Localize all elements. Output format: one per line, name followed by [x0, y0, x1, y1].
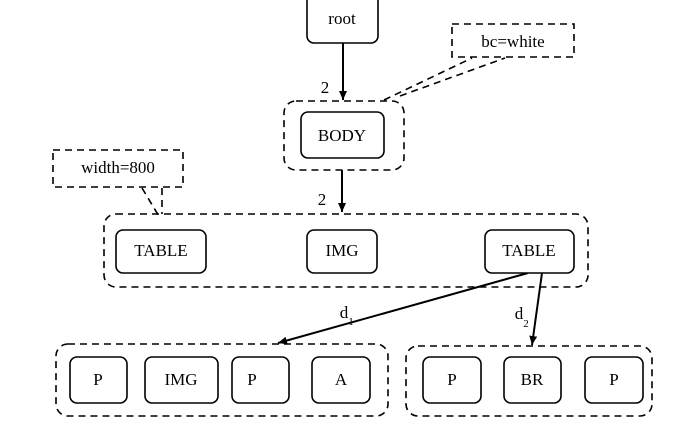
node-img-mid-label: IMG	[325, 241, 358, 260]
node-p3: P	[422, 356, 482, 404]
edge-label-body-group: 2	[318, 190, 327, 209]
body-group-container	[283, 100, 405, 171]
node-img2: IMG	[144, 356, 219, 404]
node-root: root	[306, 0, 379, 44]
bc-callout-line-b	[399, 57, 506, 97]
node-br-label: BR	[521, 370, 544, 389]
node-a: A	[311, 356, 371, 404]
edge-label-root-body: 2	[321, 78, 330, 97]
width-callout-line-a	[141, 187, 161, 219]
edge-d2	[529, 272, 543, 346]
edge-label-d1: d	[340, 303, 349, 322]
node-img-mid: IMG	[306, 229, 378, 274]
node-body: BODY	[300, 111, 385, 159]
node-table-left: TABLE	[115, 229, 207, 274]
node-table-right: TABLE	[484, 229, 575, 274]
node-p1: P	[69, 356, 128, 404]
node-p1-label: P	[93, 370, 102, 389]
node-p4-label: P	[609, 370, 618, 389]
bc-annotation-box	[451, 23, 575, 58]
node-table-left-label: TABLE	[134, 241, 187, 260]
node-p3-label: P	[447, 370, 456, 389]
bc-callout-line-a	[383, 57, 473, 101]
node-br: BR	[503, 356, 562, 404]
right-children-group	[405, 345, 653, 417]
edge-d1	[277, 272, 529, 345]
table-group-container	[103, 213, 589, 288]
node-p2-label: P	[247, 370, 256, 389]
node-p4: P	[584, 356, 644, 404]
left-children-group	[55, 343, 389, 417]
width-annotation-box	[52, 149, 184, 188]
edge-label-d2-sub: 2	[523, 318, 529, 330]
node-img2-label: IMG	[164, 370, 197, 389]
node-a-label: A	[335, 370, 348, 389]
bc-annotation: bc=white	[481, 32, 544, 51]
width-annotation: width=800	[81, 158, 155, 177]
node-body-label: BODY	[318, 126, 366, 145]
node-root-label: root	[328, 9, 356, 28]
edge-label-d1-sub: 1	[348, 316, 354, 328]
node-table-right-label: TABLE	[502, 241, 555, 260]
node-p2: P	[231, 356, 290, 404]
edge-label-d2: d	[515, 304, 524, 323]
